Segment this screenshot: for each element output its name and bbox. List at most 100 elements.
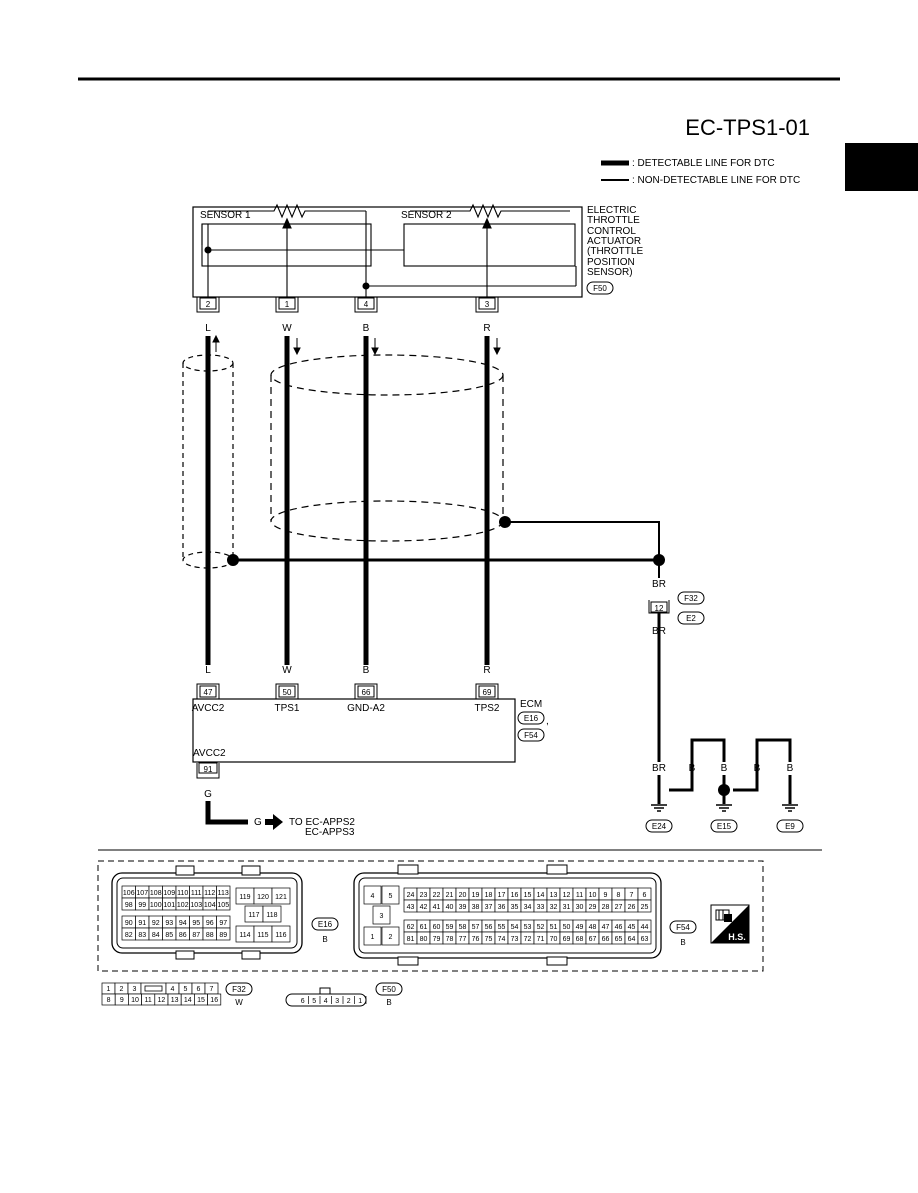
actuator-pin-housing xyxy=(275,297,299,313)
ecm-pin-color: B xyxy=(363,665,370,676)
actuator-pin-box xyxy=(278,297,296,310)
actuator-title-line: SENSOR) xyxy=(587,267,633,278)
e16-pin: 107 xyxy=(136,890,148,897)
f54-pin: 80 xyxy=(420,936,428,943)
f54-pin: 37 xyxy=(485,904,493,911)
f54-pin: 57 xyxy=(472,924,480,931)
f54-pin: 70 xyxy=(550,936,558,943)
e16-pin: 108 xyxy=(150,890,162,897)
f32-key-icon xyxy=(144,985,163,992)
e16-pin: 104 xyxy=(204,902,216,909)
ground-color: B xyxy=(754,763,761,774)
f54-pin: 22 xyxy=(433,892,441,899)
f54-pin: 5 xyxy=(389,893,393,900)
e16-pin: 119 xyxy=(239,894,250,901)
f50-pin: 4 xyxy=(324,998,328,1005)
e16-tag-label: E16 xyxy=(318,920,333,929)
sensor-splice xyxy=(362,282,370,290)
e16-pin: 89 xyxy=(219,932,227,939)
ground-label: E9 xyxy=(785,822,795,831)
signal-wires xyxy=(205,336,490,665)
ecm-pin-color: R xyxy=(483,665,490,676)
actuator-pin-number: 4 xyxy=(364,300,369,309)
ground-tag xyxy=(776,819,804,833)
f54-pin: 21 xyxy=(446,892,454,899)
e16-pin: 114 xyxy=(239,932,250,939)
sensor2-resistor xyxy=(410,203,570,219)
ecm-pin-housing xyxy=(475,683,499,699)
e16-pin: 97 xyxy=(219,920,227,927)
f54-pin: 12 xyxy=(563,892,571,899)
f54-pin-cell xyxy=(381,885,400,905)
joint-connector-f32: F32 xyxy=(684,594,698,603)
f32-pin: 9 xyxy=(120,997,124,1004)
f54-pin: 16 xyxy=(511,892,519,899)
f54-pin: 64 xyxy=(628,936,636,943)
f54-pin: 58 xyxy=(459,924,467,931)
ecm-pin-number: 66 xyxy=(362,688,371,697)
e16-pin: 91 xyxy=(138,920,146,927)
f50-pin: 3 xyxy=(335,998,339,1005)
f54-pin: 26 xyxy=(628,904,636,911)
f54-pin: 25 xyxy=(641,904,649,911)
f54-pin: 19 xyxy=(472,892,480,899)
f54-pin-cell xyxy=(363,926,382,946)
sensor1-label: SENSOR 1 xyxy=(200,210,251,221)
actuator-pin-number: 3 xyxy=(485,300,490,309)
shield-right xyxy=(270,354,504,542)
f32-pin: 16 xyxy=(210,997,218,1004)
actuator-title-line: ACTUATOR xyxy=(587,236,641,247)
f54-pin: 48 xyxy=(589,924,597,931)
f32-pin: 12 xyxy=(158,997,166,1004)
f32-pin: 4 xyxy=(171,986,175,993)
f54-pin: 72 xyxy=(524,936,532,943)
ecm-pin-number: 47 xyxy=(204,688,213,697)
e16-color: B xyxy=(322,935,327,944)
f54-pin: 81 xyxy=(407,936,415,943)
f50-pin: 5 xyxy=(312,998,316,1005)
f54-pin: 65 xyxy=(615,936,623,943)
f54-pin: 56 xyxy=(485,924,493,931)
actuator-pin-housing xyxy=(196,297,220,313)
shield-left-splice xyxy=(227,554,239,566)
f54-pin: 55 xyxy=(498,924,506,931)
f54-pin: 49 xyxy=(576,924,584,931)
f50-pin: 6 xyxy=(301,998,305,1005)
actuator-pin-number: 1 xyxy=(285,300,290,309)
f54-pin: 68 xyxy=(576,936,584,943)
f54-pin: 60 xyxy=(433,924,441,931)
f54-pin: 35 xyxy=(511,904,519,911)
f54-pin: 10 xyxy=(589,892,597,899)
e16-pin: 92 xyxy=(152,920,160,927)
actuator-title-line: ELECTRIC xyxy=(587,205,636,216)
f54-pin: 11 xyxy=(576,892,583,899)
e16-pin: 86 xyxy=(179,932,187,939)
f54-pin: 47 xyxy=(602,924,610,931)
ground-splice xyxy=(718,784,730,796)
f54-pin: 77 xyxy=(459,936,467,943)
f54-pin: 28 xyxy=(602,904,610,911)
f54-pin: 69 xyxy=(563,936,571,943)
e16-pin: 101 xyxy=(163,902,175,909)
f54-pin: 33 xyxy=(537,904,545,911)
ecm-pin-box xyxy=(357,685,375,698)
e16-pin: 84 xyxy=(152,932,160,939)
to-ref-2: EC-APPS3 xyxy=(305,827,355,838)
e16-pin: 102 xyxy=(177,902,189,909)
e16-pin: 118 xyxy=(266,912,277,919)
actuator-pin-color: B xyxy=(363,323,370,334)
ground-color: B xyxy=(689,763,696,774)
e16-pin: 110 xyxy=(177,890,188,897)
ecm-connector-f54: F54 xyxy=(517,728,545,742)
e16-pin: 111 xyxy=(191,890,202,897)
f54-pin: 8 xyxy=(617,892,621,899)
legend-non-detectable: : NON-DETECTABLE LINE FOR DTC xyxy=(632,175,800,186)
f54-pin: 7 xyxy=(630,892,634,899)
ecm-lower-pin-number: 91 xyxy=(204,765,213,774)
legend-detectable: : DETECTABLE LINE FOR DTC xyxy=(632,158,775,169)
ground-tag xyxy=(645,819,673,833)
f54-pin: 27 xyxy=(615,904,623,911)
